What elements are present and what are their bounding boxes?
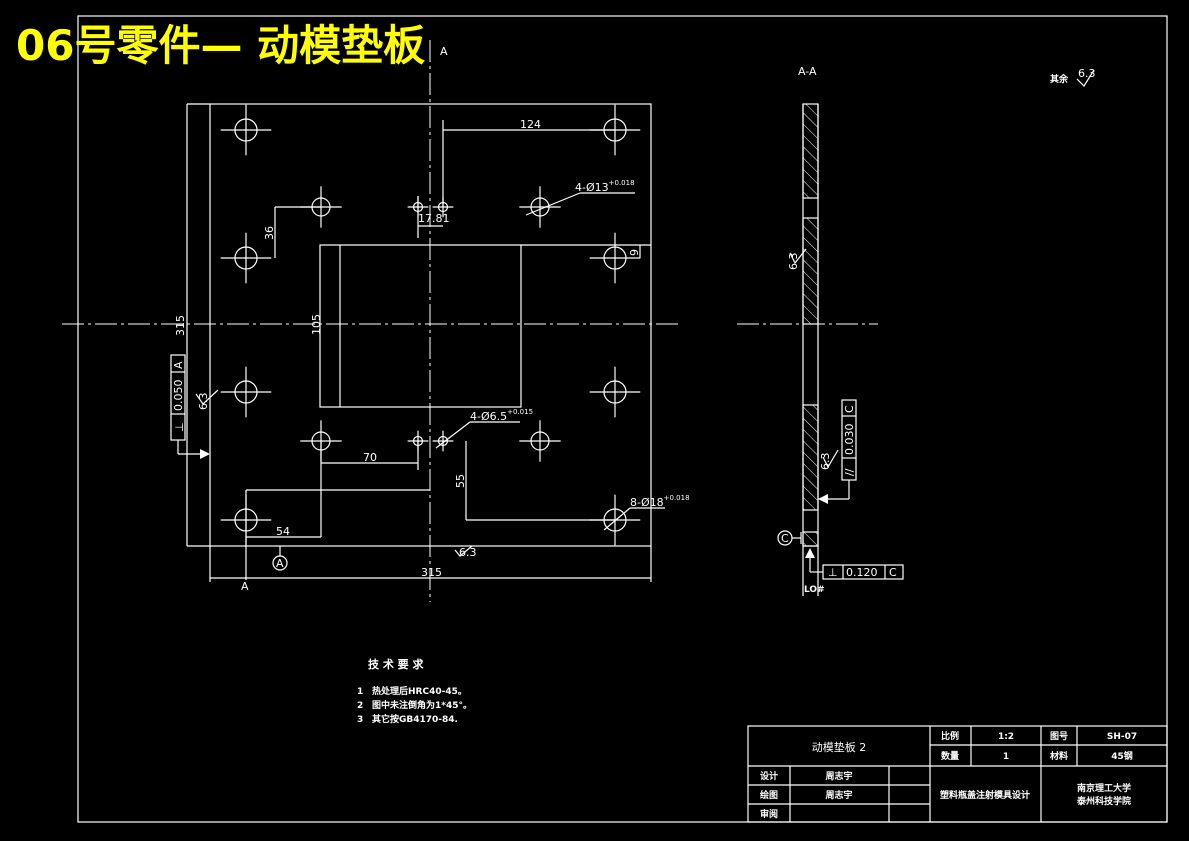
- svg-text:比例: 比例: [941, 730, 959, 742]
- tech-req-item: 图中未注倒角为1*45°。: [372, 699, 472, 711]
- dim-54: 54: [276, 525, 290, 538]
- drafter-name: 周志宇: [825, 789, 852, 801]
- svg-text:绘图: 绘图: [760, 789, 778, 801]
- drawing-frame: [77, 15, 1168, 823]
- dim-17-81: 17.81: [418, 212, 450, 225]
- material-value: 45钢: [1111, 750, 1133, 762]
- svg-text:其余: 其余: [1050, 73, 1069, 85]
- svg-text:6.3: 6.3: [787, 253, 800, 271]
- tolerance-perpendicularity-a: A 0.050 ⊥: [170, 354, 210, 459]
- hole-d13: [519, 420, 561, 462]
- hole-d18: [220, 104, 272, 156]
- dim-105: 105: [310, 314, 323, 335]
- drawing-number: SH-07: [1107, 732, 1137, 742]
- quantity-value: 1: [1003, 752, 1009, 762]
- svg-text:A: A: [172, 361, 185, 369]
- svg-text:C: C: [889, 566, 897, 579]
- designer-name: 周志宇: [825, 770, 852, 782]
- project-name: 塑料瓶盖注射模具设计: [940, 789, 1030, 801]
- title-block: 动模垫板 2 比例 1:2 图号 SH-07 数量 1 材料 45钢 设计 周志…: [747, 725, 1168, 823]
- callout-8-d18: 8-Ø18+0.018: [630, 494, 690, 509]
- hole-d6-5: [432, 196, 454, 218]
- front-view-labels: A A 124 36 17.81 9 105 315 315 70 55 54 …: [170, 45, 690, 593]
- svg-text:C: C: [781, 532, 789, 545]
- svg-text:3: 3: [357, 715, 363, 725]
- svg-text:0.120: 0.120: [846, 566, 878, 579]
- callout-4-d13: 4-Ø13+0.018: [575, 179, 635, 194]
- section-view-a-a: A-A 6.3 6.3 C 0.030 // C: [737, 65, 904, 596]
- hole-d18: [589, 232, 641, 284]
- svg-text:6.3: 6.3: [197, 393, 210, 411]
- svg-text:图号: 图号: [1050, 731, 1068, 742]
- svg-text:6.3: 6.3: [819, 453, 832, 471]
- hole-d13: [300, 420, 342, 462]
- hole-d13: [519, 186, 561, 228]
- datum-c-symbol: C: [777, 530, 802, 546]
- svg-text:C: C: [843, 405, 856, 413]
- svg-text:⊥: ⊥: [828, 566, 838, 579]
- scale-value: 1:2: [998, 732, 1014, 742]
- svg-text:材料: 材料: [1049, 750, 1068, 762]
- dim-70: 70: [363, 451, 377, 464]
- svg-text:数量: 数量: [941, 750, 959, 762]
- pocket-outline: [319, 244, 522, 408]
- svg-text:A: A: [276, 557, 284, 570]
- tech-req-item: 其它按GB4170-84.: [372, 713, 458, 725]
- hole-d18: [220, 494, 272, 546]
- section-mark-bottom: A: [241, 580, 249, 593]
- hole-d6-5: [407, 196, 429, 218]
- part-name: 动模垫板 2: [812, 740, 867, 754]
- tolerance-parallelism-c: C 0.030 //: [818, 399, 857, 504]
- dim-36: 36: [263, 226, 276, 240]
- hole-d6-5: [407, 430, 429, 452]
- tech-req-title: 技 术 要 求: [368, 657, 424, 671]
- hole-d13: [300, 186, 342, 228]
- svg-text://: //: [843, 468, 856, 476]
- overlay-title: 06号零件— 动模垫板: [16, 21, 425, 70]
- roughness-symbol-left: 6.3: [195, 389, 219, 411]
- svg-text:0.030: 0.030: [843, 424, 856, 456]
- tolerance-perpendicularity-c: ⊥ 0.120 C: [805, 548, 904, 580]
- callout-4-d6-5: 4-Ø6.5+0.015: [470, 408, 533, 423]
- tech-req-item: 热处理后HRC40-45。: [372, 685, 467, 697]
- svg-text:⊥: ⊥: [173, 422, 186, 432]
- school-name-1: 南京理工大学: [1077, 782, 1131, 794]
- dim-124: 124: [520, 118, 541, 131]
- hole-d6-5: [432, 430, 454, 452]
- svg-text:6.3: 6.3: [459, 546, 477, 559]
- hole-d18: [589, 494, 641, 546]
- svg-text:审阅: 审阅: [760, 808, 778, 820]
- hole-d18: [220, 232, 272, 284]
- front-view: [62, 40, 680, 602]
- dim-55: 55: [454, 474, 467, 488]
- section-view-title: A-A: [798, 65, 817, 78]
- dim-315-left: 315: [174, 315, 187, 336]
- svg-text:2: 2: [357, 701, 363, 711]
- svg-text:6.3: 6.3: [1078, 67, 1096, 80]
- roughness-other: 其余 6.3: [1050, 67, 1096, 87]
- school-name-2: 泰州科技学院: [1076, 795, 1131, 807]
- svg-text:设计: 设计: [760, 770, 778, 782]
- dim-9: 9: [628, 249, 641, 256]
- hole-d18: [220, 366, 272, 418]
- hole-d18: [589, 104, 641, 156]
- dim-315-bottom: 315: [421, 566, 442, 579]
- technical-requirements: 技 术 要 求 1 热处理后HRC40-45。 2 图中未注倒角为1*45°。 …: [357, 657, 472, 725]
- svg-text:0.050: 0.050: [172, 380, 185, 412]
- section-mark-top: A: [440, 45, 448, 58]
- svg-text:1: 1: [357, 687, 363, 697]
- roughness-symbol-bottom: 6.3: [454, 545, 477, 559]
- hole-d18: [589, 366, 641, 418]
- section-note: LO#: [804, 585, 825, 595]
